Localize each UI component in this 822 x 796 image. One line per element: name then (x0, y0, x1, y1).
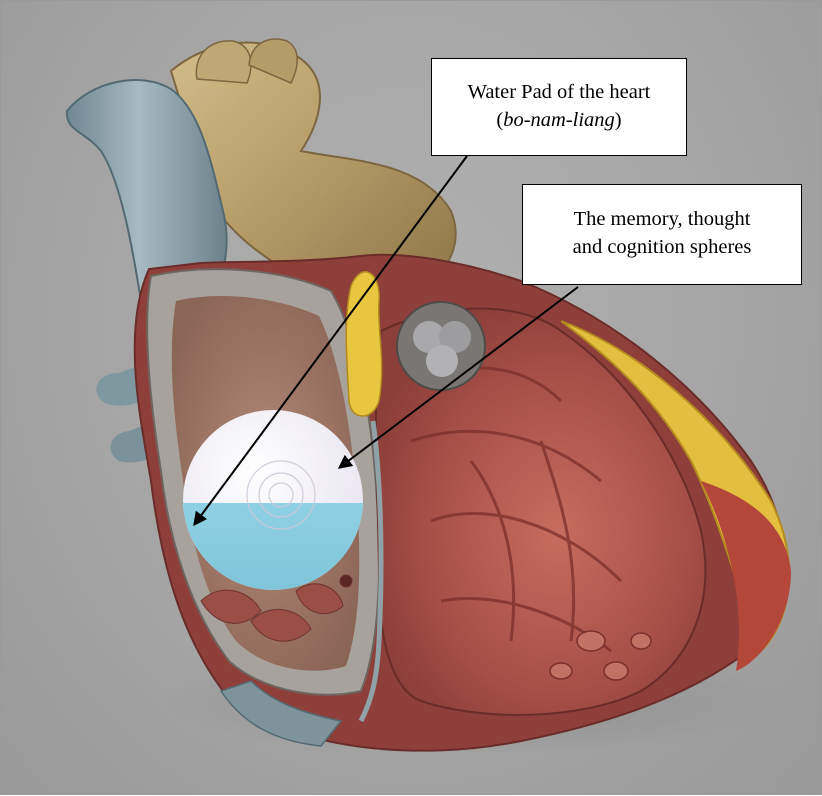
callout-water-pad-line2: (bo-nam-liang) (432, 106, 686, 134)
brachiocephalic-trunk (196, 41, 251, 83)
callout-spheres: The memory, thought and cognition sphere… (522, 184, 802, 285)
callout-water-pad: Water Pad of the heart (bo-nam-liang) (431, 58, 687, 156)
callout-spheres-line1: The memory, thought (523, 205, 801, 233)
callout-water-pad-line1: Water Pad of the heart (432, 78, 686, 106)
paren-close: ) (615, 109, 622, 131)
callout-water-pad-term: bo-nam-liang (503, 109, 615, 131)
callout-spheres-line2: and cognition spheres (523, 233, 801, 261)
aortic-valve (397, 302, 485, 390)
coronary-fat (346, 272, 381, 416)
